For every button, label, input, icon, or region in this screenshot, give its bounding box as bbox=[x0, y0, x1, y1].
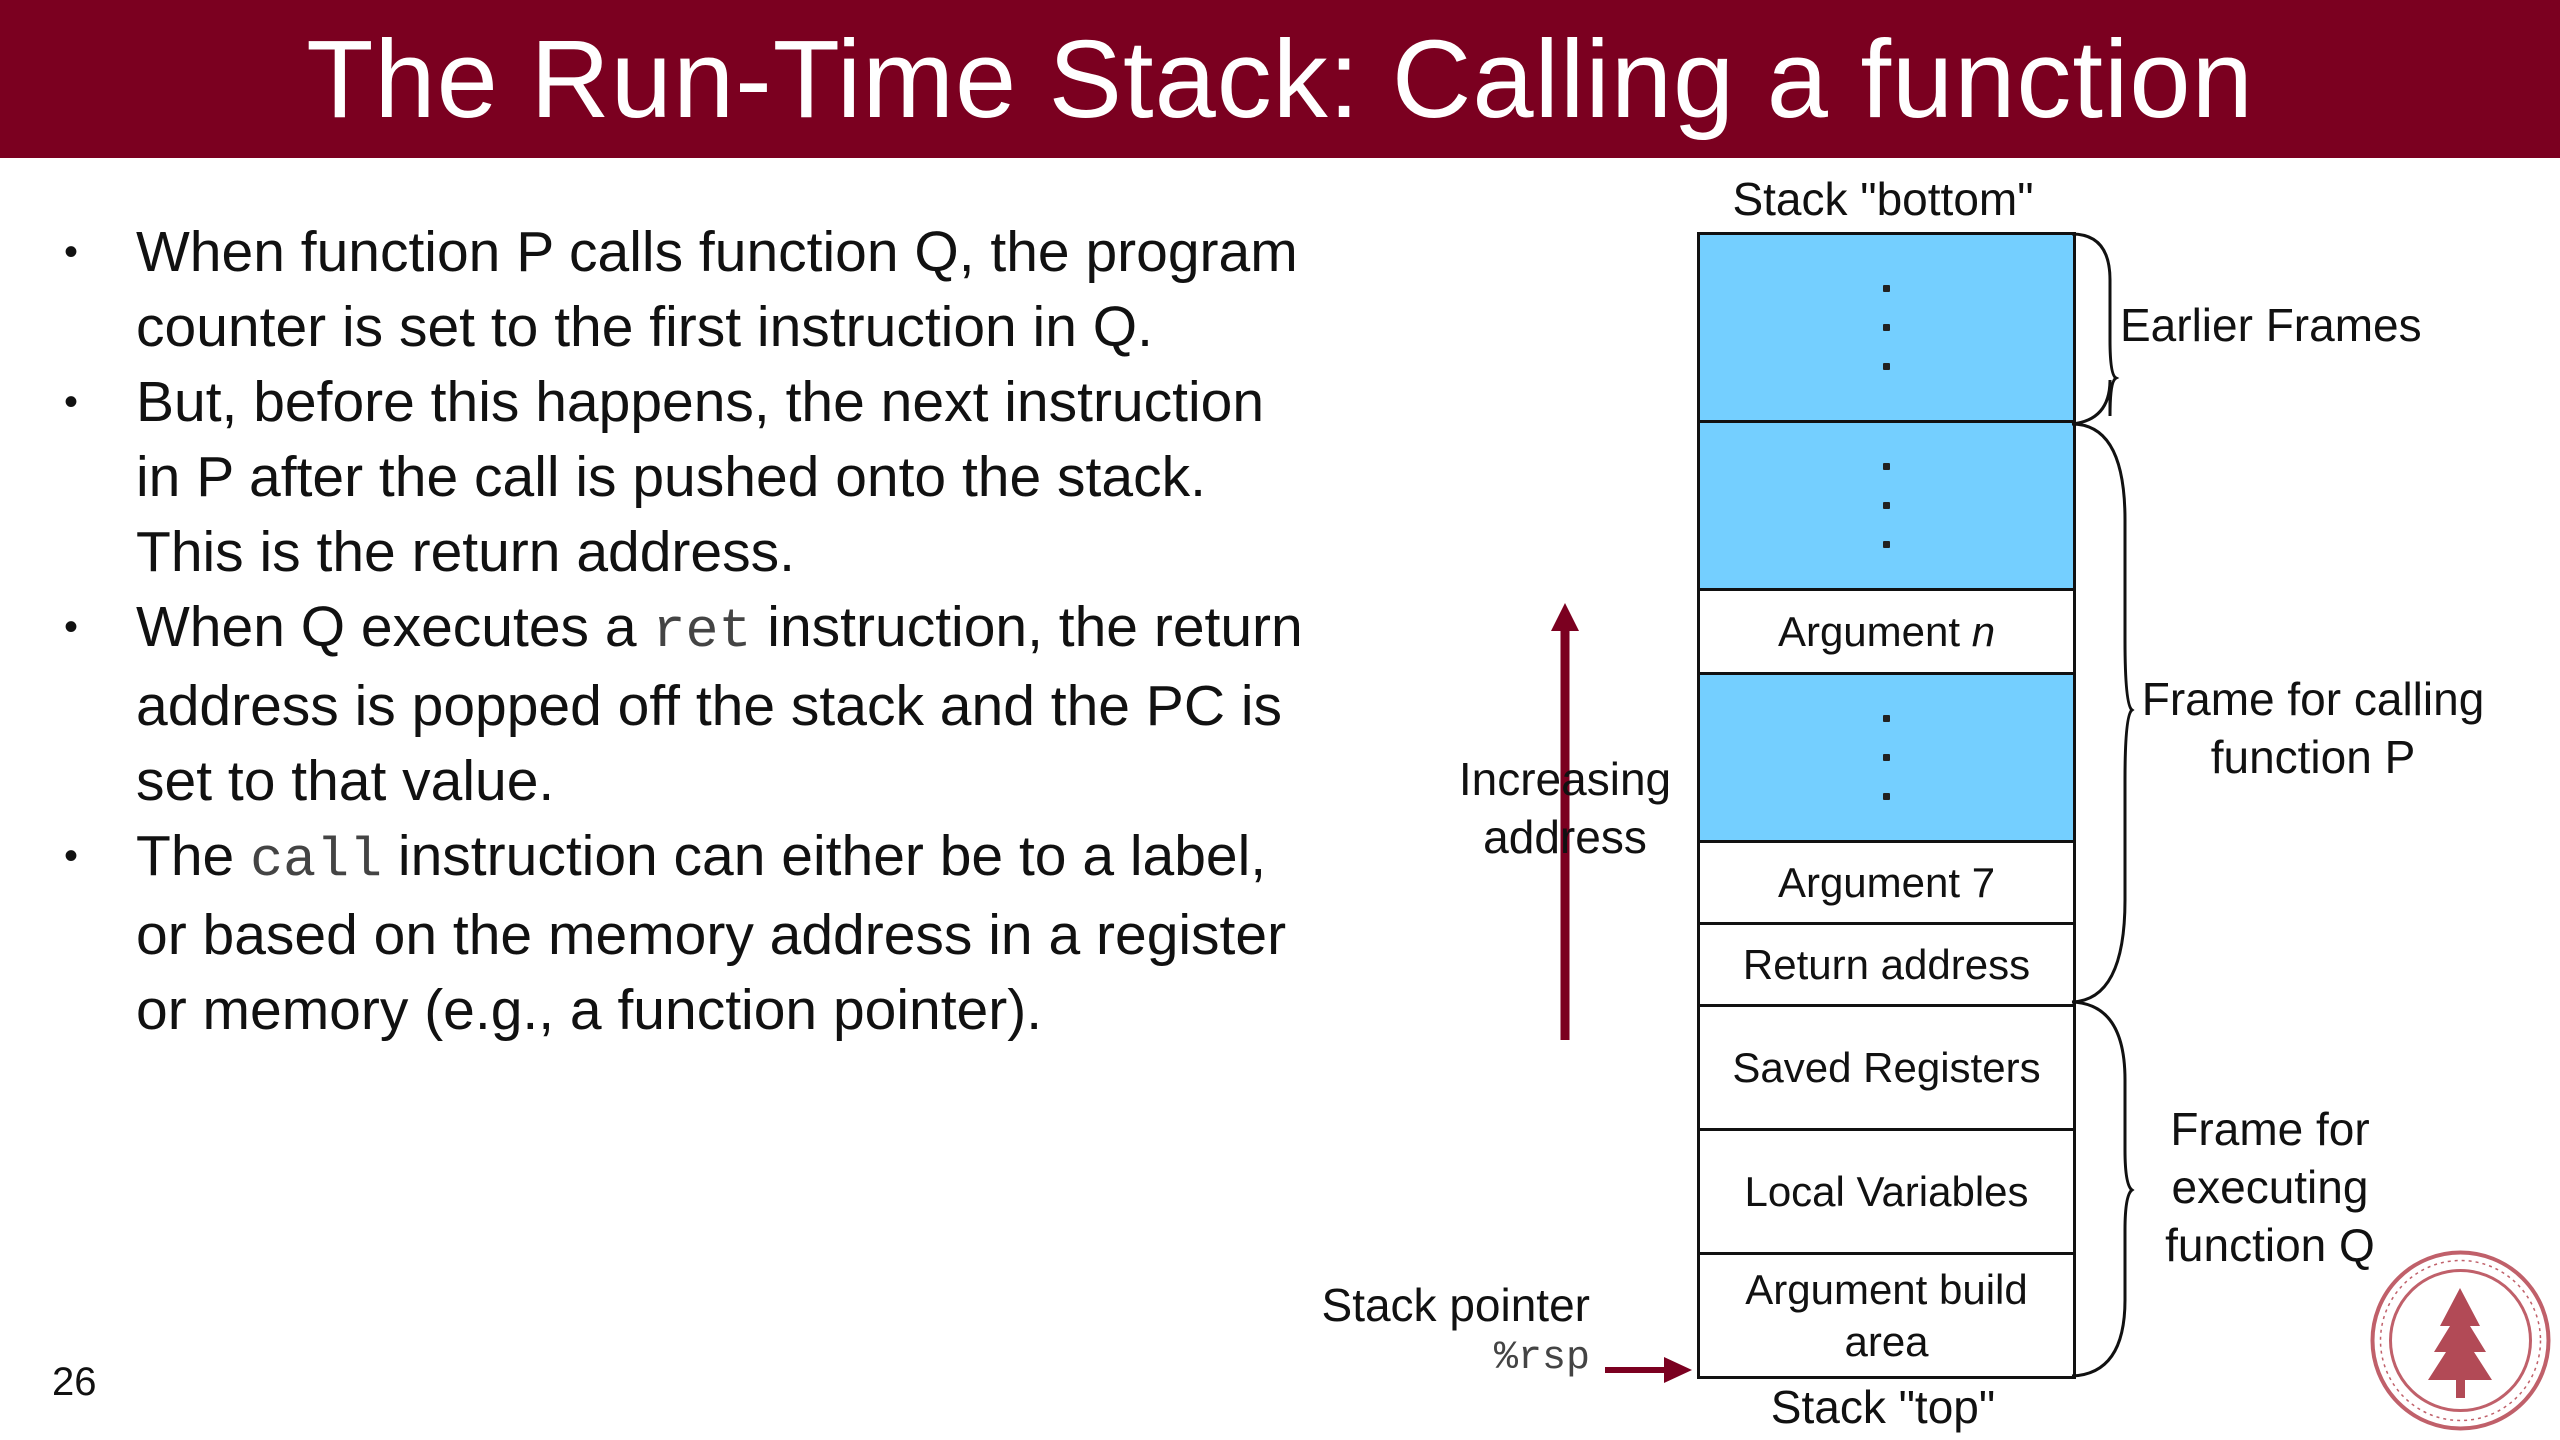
ellipsis-dots bbox=[1883, 463, 1890, 548]
stack-cell-argument-7: Argument 7 bbox=[1700, 843, 2073, 925]
bullet-item: • But, before this happens, the next inst… bbox=[60, 365, 1320, 590]
ellipsis-dots bbox=[1883, 285, 1890, 370]
slide-title: The Run-Time Stack: Calling a function bbox=[306, 17, 2254, 141]
inline-code: ret bbox=[652, 600, 752, 663]
ellipsis-dots bbox=[1883, 715, 1890, 800]
increasing-address-label: Increasing address bbox=[1458, 753, 1672, 863]
stack-cell-local-variables: Local Variables bbox=[1700, 1131, 2073, 1255]
earlier-frames-label: Earlier Frames bbox=[2120, 299, 2422, 351]
inline-code: call bbox=[250, 829, 383, 892]
bullet-dot: • bbox=[64, 380, 79, 424]
stack-diagram: Argument n Argument 7 Return address Sav… bbox=[1697, 232, 2076, 1379]
stack-bottom-label: Stack "bottom" bbox=[1732, 173, 2034, 225]
bullet-dot: • bbox=[64, 834, 79, 878]
bullet-text: When function P calls function Q, the pr… bbox=[136, 220, 1298, 359]
bullet-item: • The call instruction can either be to a… bbox=[60, 819, 1320, 1048]
stack-pointer-label: Stack pointer bbox=[1321, 1279, 1590, 1331]
bullet-dot: • bbox=[64, 605, 79, 649]
arrow-head-right bbox=[1664, 1357, 1692, 1383]
bullet-text: instruction, the return address is poppe… bbox=[136, 595, 1303, 813]
bullet-item: • When function P calls function Q, the p… bbox=[60, 215, 1320, 365]
bullet-dot: • bbox=[64, 230, 79, 274]
title-bar: The Run-Time Stack: Calling a function bbox=[0, 0, 2560, 158]
brace-frame-p bbox=[2071, 422, 2135, 1004]
stack-cell-saved-registers: Saved Registers bbox=[1700, 1007, 2073, 1131]
brace-frame-q bbox=[2071, 1000, 2135, 1378]
bullet-list: • When function P calls function Q, the p… bbox=[60, 215, 1320, 1048]
frame-q-label: Frame for executing function Q bbox=[2165, 1103, 2375, 1271]
stack-cell-argument-n: Argument n bbox=[1700, 591, 2073, 675]
bullet-text: But, before this happens, the next instr… bbox=[136, 370, 1265, 584]
page-number: 26 bbox=[52, 1360, 97, 1404]
stack-pointer-register: %rsp bbox=[1493, 1336, 1590, 1381]
stack-cell-p-args bbox=[1700, 423, 2073, 591]
bullet-text: instruction can either be to a label, or… bbox=[136, 824, 1287, 1042]
brace-earlier-frames bbox=[2071, 232, 2120, 426]
university-seal-icon bbox=[2370, 1250, 2551, 1431]
stack-cell-earlier bbox=[1700, 235, 2073, 423]
bullet-text: The bbox=[136, 824, 251, 888]
frame-p-label: Frame for calling function P bbox=[2141, 673, 2485, 783]
stack-top-label: Stack "top" bbox=[1770, 1381, 1996, 1433]
arrow-head-up bbox=[1551, 603, 1579, 631]
stack-cell-argument-build-area: Argument build area bbox=[1745, 1265, 2028, 1365]
bullet-text: When Q executes a bbox=[136, 595, 653, 659]
stack-cell-return-address: Return address bbox=[1700, 925, 2073, 1007]
bullet-item: • When Q executes a ret instruction, the … bbox=[60, 590, 1320, 819]
stack-cell-p-middle bbox=[1700, 675, 2073, 843]
